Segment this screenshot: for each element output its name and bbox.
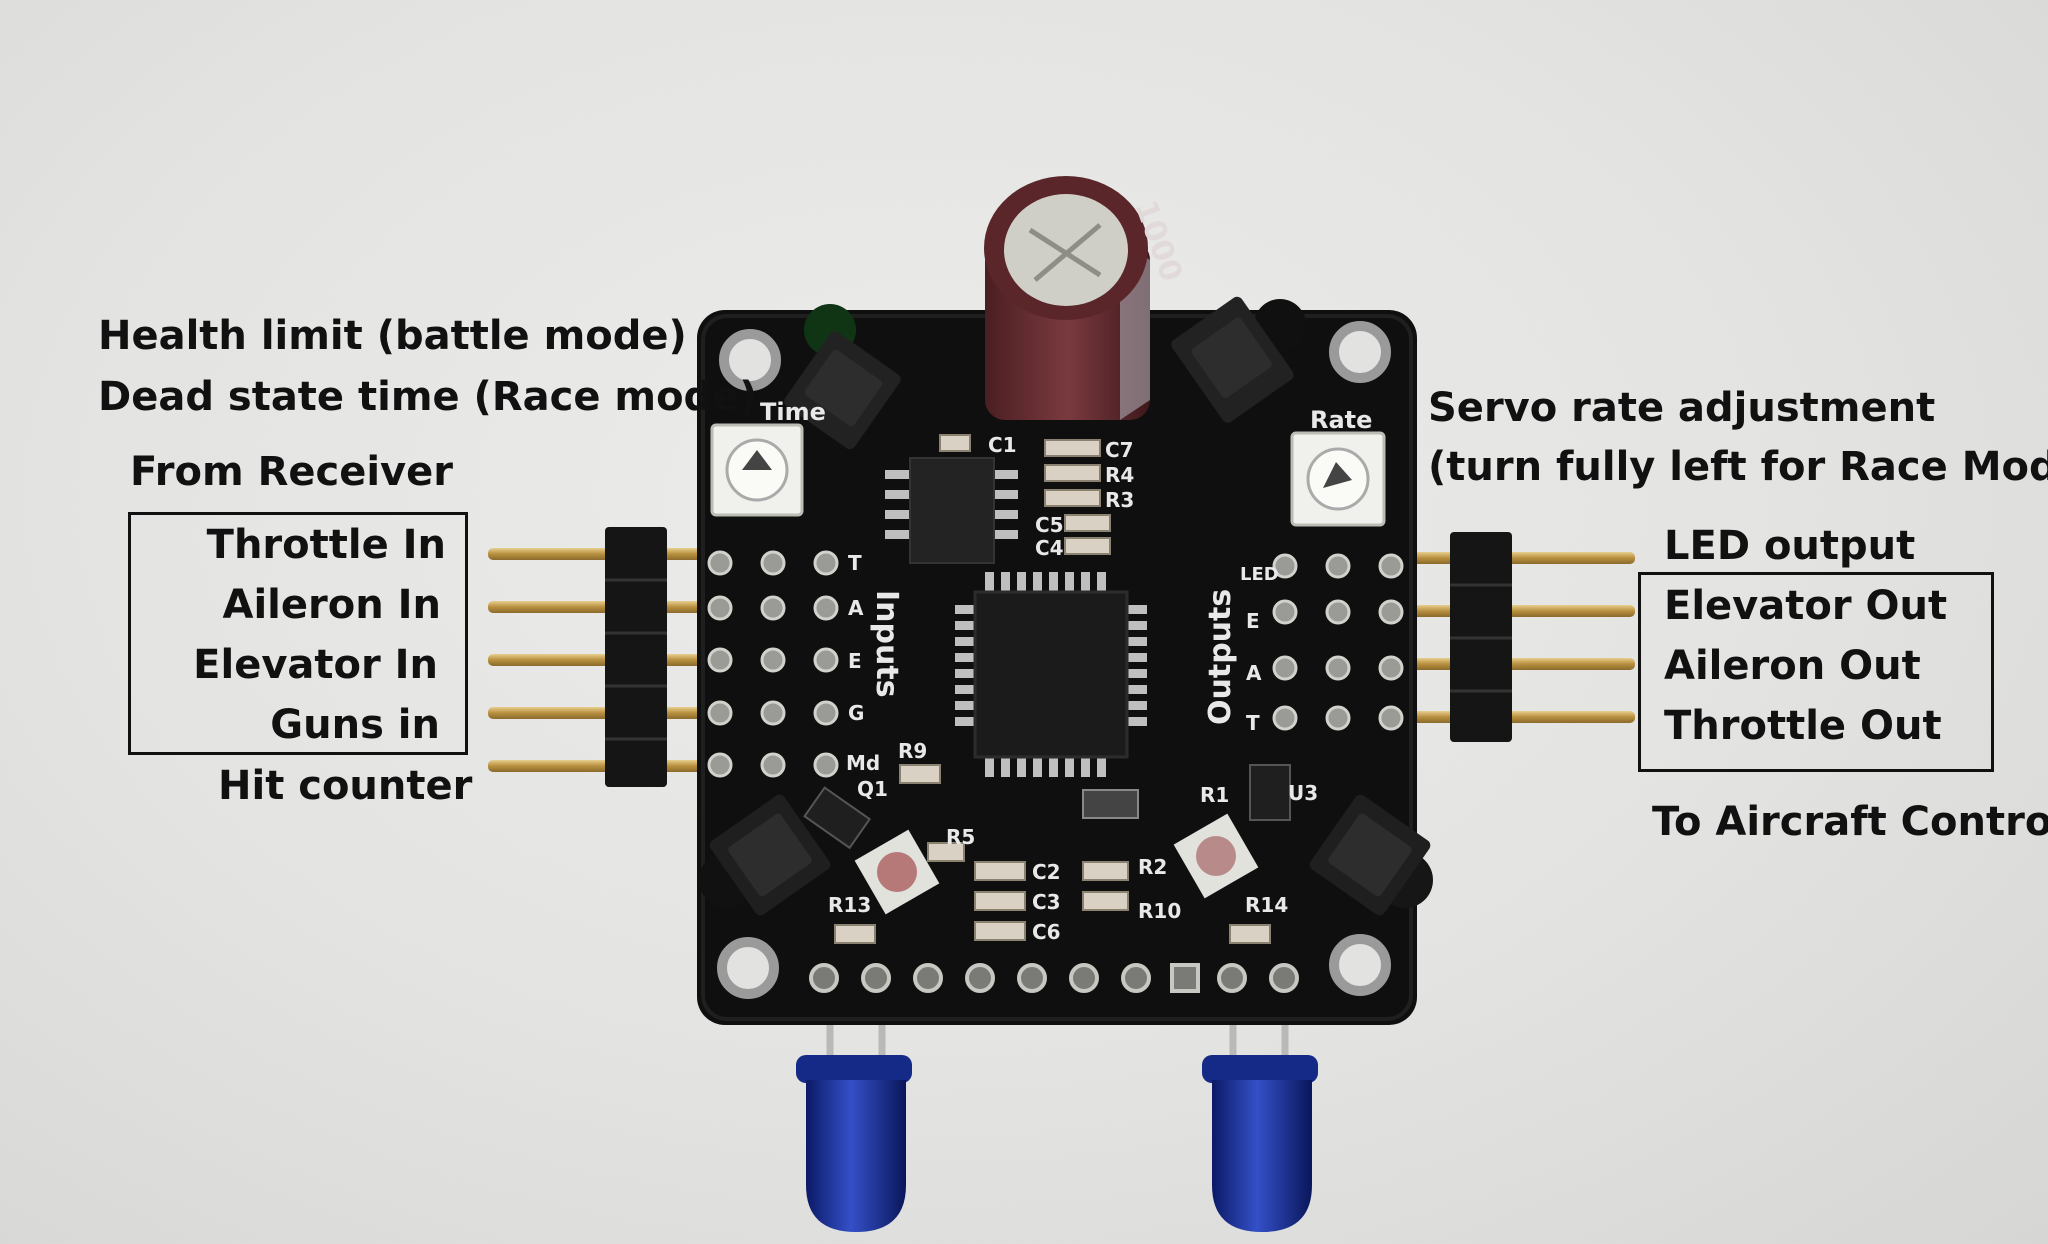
silk-ref-c4: C4: [1035, 536, 1064, 560]
bottom-pads: [809, 963, 1299, 993]
outputs-box: [1638, 572, 1994, 772]
silk-input-pin-g: G: [848, 701, 864, 725]
time-trimmer: [710, 423, 804, 517]
servo-rate-label: Servo rate adjustment: [1428, 385, 1936, 431]
output-label-throttle: Throttle Out: [1664, 703, 1942, 749]
ir-receiver-top-left: [784, 304, 901, 450]
soic-chip: [885, 457, 1018, 564]
silk-ref-r13: R13: [828, 893, 871, 917]
header-solder-pads: [707, 550, 1404, 778]
silk-input-pin-md: Md: [846, 751, 880, 775]
output-label-aileron: Aileron Out: [1664, 643, 1921, 689]
silk-ref-r3: R3: [1105, 488, 1134, 512]
input-label-guns: Guns in: [270, 702, 440, 748]
inputs-box: [128, 512, 468, 755]
transistors: [803, 764, 1291, 850]
input-label-throttle: Throttle In: [206, 522, 446, 568]
smd-passives: [834, 434, 1271, 944]
silk-ref-r9: R9: [898, 739, 927, 763]
input-label-elevator: Elevator In: [193, 642, 438, 688]
silk-ref-r14: R14: [1245, 893, 1288, 917]
electrolytic-capacitor: 1000: [984, 176, 1189, 420]
health-limit-label: Health limit (battle mode): [98, 313, 687, 359]
silk-rate: Rate: [1310, 406, 1372, 434]
silk-ref-r2: R2: [1138, 855, 1167, 879]
silk-input-pin-e: E: [848, 649, 862, 673]
hit-counter-label: Hit counter: [218, 763, 473, 809]
silk-output-pin-a: A: [1246, 661, 1262, 685]
silk-ref-c1: C1: [988, 433, 1017, 457]
silk-ref-u3: U3: [1288, 781, 1318, 805]
ir-receiver-top-right: [1171, 296, 1306, 423]
to-aircraft-control-label: To Aircraft Control: [1652, 799, 2048, 845]
silk-output-pin-t: T: [1246, 711, 1260, 735]
silk-output-pin-e: E: [1246, 609, 1260, 633]
silk-time: Time: [760, 398, 826, 426]
silk-outputs: Outputs: [1203, 589, 1238, 725]
silk-ref-c6: C6: [1032, 920, 1061, 944]
from-receiver-label: From Receiver: [130, 449, 453, 495]
output-header-housing: [1450, 532, 1512, 742]
input-header-housing: [605, 527, 667, 787]
silk-ref-r1: R1: [1200, 783, 1229, 807]
silk-input-pin-a: A: [848, 596, 864, 620]
silk-ref-c5: C5: [1035, 513, 1064, 537]
silk-ref-r4: R4: [1105, 463, 1134, 487]
ir-receiver-bottom-right: [1309, 794, 1433, 916]
dead-state-time-label: Dead state time (Race mode): [98, 374, 758, 420]
silk-output-pin-led: LED: [1240, 564, 1279, 585]
mounting-holes: [717, 321, 1391, 999]
silk-ref-c2: C2: [1032, 860, 1061, 884]
silk-inputs: Inputs: [869, 590, 904, 698]
ir-receiver-bottom-left: [699, 794, 831, 916]
silk-ref-r10: R10: [1138, 899, 1181, 923]
silk-ref-c3: C3: [1032, 890, 1061, 914]
rgb-led-left: [854, 829, 940, 915]
silk-ref-r5: R5: [946, 825, 975, 849]
ir-led-left: [796, 1055, 912, 1232]
input-label-aileron: Aileron In: [222, 582, 441, 628]
silk-ref-q1: Q1: [857, 777, 888, 801]
ir-led-right: [1202, 1055, 1318, 1232]
rate-trimmer: [1290, 431, 1386, 527]
servo-rate-note-label: (turn fully left for Race Mode): [1428, 444, 2048, 490]
silk-input-pin-t: T: [848, 551, 862, 575]
rgb-led-right: [1173, 813, 1259, 899]
led-output-label: LED output: [1664, 523, 1916, 569]
silk-ref-c7: C7: [1105, 438, 1134, 462]
microcontroller-chip: [955, 572, 1147, 777]
output-label-elevator: Elevator Out: [1664, 583, 1948, 629]
